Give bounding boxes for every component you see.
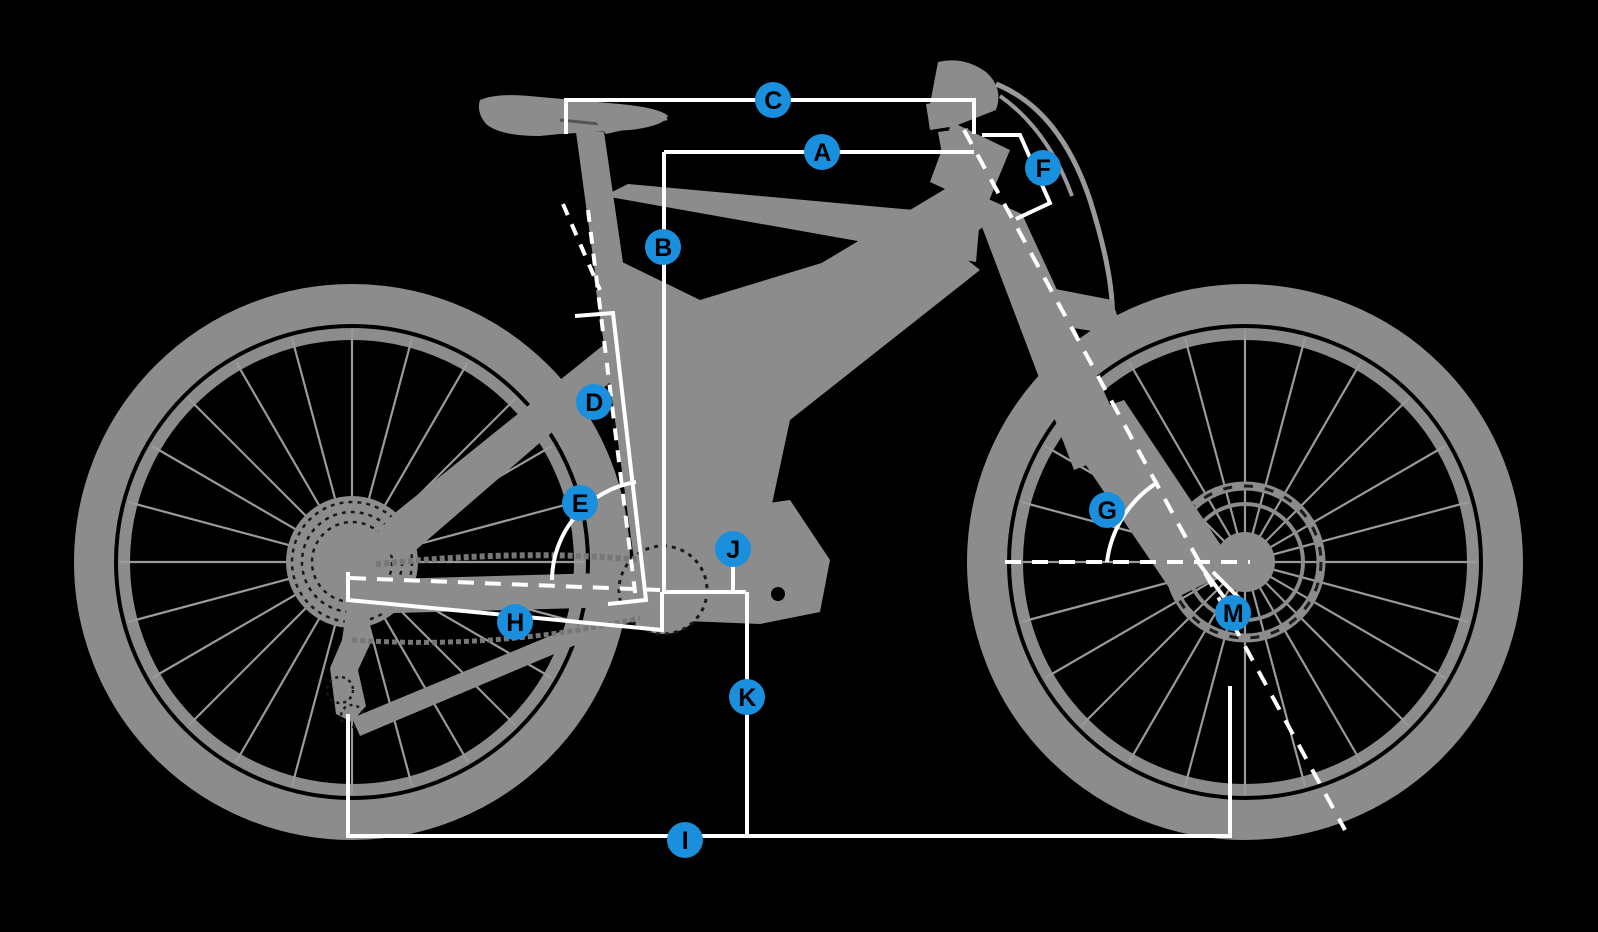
frame-main-beam — [700, 230, 980, 560]
rear-shock-shaft — [712, 436, 742, 502]
reference-dashed-steering-axis — [962, 129, 1347, 831]
dimension-line-I — [346, 686, 1232, 838]
headset-spacer — [938, 128, 972, 154]
label-badge-c[interactable]: C — [755, 82, 791, 118]
badge-letter: E — [572, 490, 588, 518]
badge-letter: G — [1098, 497, 1117, 525]
reference-dashed-horizontal-rear — [349, 576, 661, 592]
label-badge-g[interactable]: G — [1089, 492, 1125, 528]
label-badge-d[interactable]: D — [576, 384, 612, 420]
badge-circle — [729, 679, 765, 715]
badge-circle — [576, 384, 612, 420]
badge-circle — [715, 531, 751, 567]
fork-upper-stanchion — [968, 190, 1130, 470]
shifter-cable — [998, 94, 1074, 197]
dimension-line-D — [561, 203, 649, 606]
brake-cable — [995, 81, 1115, 323]
label-badge-a[interactable]: A — [804, 134, 840, 170]
label-badge-e[interactable]: E — [562, 485, 598, 521]
rear-tire — [74, 284, 630, 840]
rear-derailleur — [330, 600, 372, 722]
badge-letter: C — [764, 87, 782, 115]
label-badge-k[interactable]: K — [729, 679, 765, 715]
label-badge-f[interactable]: F — [1025, 150, 1061, 186]
front-tire — [967, 284, 1523, 840]
badge-circle — [667, 822, 703, 858]
badge-circle — [497, 604, 533, 640]
badge-letter: A — [813, 139, 831, 167]
badge-letter: H — [506, 609, 524, 637]
badge-circle — [1089, 492, 1125, 528]
seat-stay — [370, 322, 652, 562]
bb-shell — [740, 592, 810, 618]
fork-crown — [1040, 286, 1124, 336]
label-badge-group: A B C D E F G H I J K M — [497, 82, 1251, 858]
label-badge-i[interactable]: I — [667, 822, 703, 858]
label-badge-j[interactable]: J — [715, 531, 751, 567]
badge-letter: B — [654, 234, 672, 262]
rear-dropout — [330, 548, 378, 582]
badge-circle — [755, 82, 791, 118]
rocker-link — [672, 352, 720, 470]
label-badge-m[interactable]: M — [1215, 595, 1251, 631]
rear-shock-body — [726, 368, 762, 446]
badge-letter: D — [585, 389, 603, 417]
chain-upper — [359, 552, 641, 569]
label-badge-b[interactable]: B — [645, 229, 681, 265]
badge-letter: I — [682, 827, 688, 855]
saddle-rails — [596, 112, 668, 134]
badge-circle — [562, 485, 598, 521]
badge-letter: M — [1223, 600, 1243, 628]
front-hub — [1215, 532, 1275, 592]
derailleur-pulley-upper — [325, 675, 355, 705]
badge-circle — [1215, 595, 1251, 631]
badge-letter: F — [1036, 155, 1051, 183]
badge-circle — [645, 229, 681, 265]
label-badge-h[interactable]: H — [497, 604, 533, 640]
bike-illustration — [74, 60, 1523, 840]
frame — [330, 60, 1236, 736]
crank-arm — [352, 592, 668, 736]
pivot-hole — [771, 587, 785, 601]
headset-top — [926, 100, 956, 130]
badge-circle — [804, 134, 840, 170]
badge-circle — [1025, 150, 1061, 186]
badge-letter: K — [738, 684, 756, 712]
badge-letter: J — [726, 536, 739, 564]
stem-clamp — [944, 74, 994, 112]
chain-stay — [352, 572, 660, 614]
